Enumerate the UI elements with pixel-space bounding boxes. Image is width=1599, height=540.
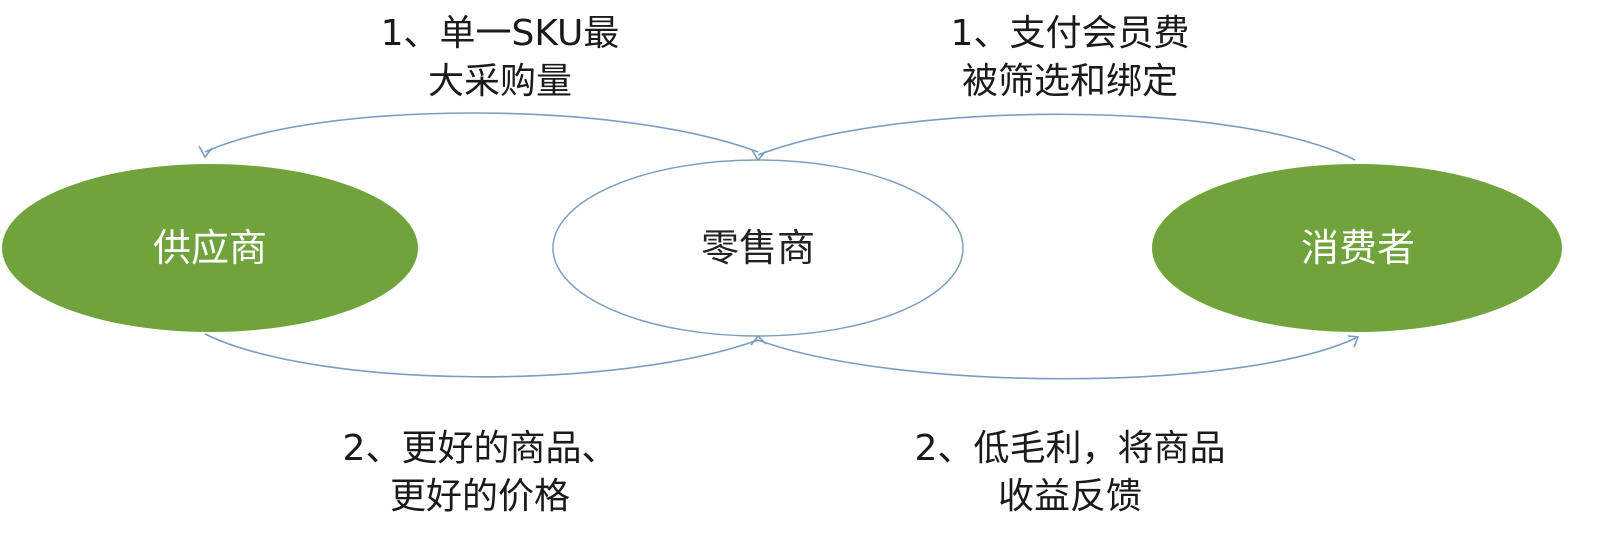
edge-supplier-to-retailer-bottom	[204, 333, 759, 378]
edge-label-retailer-to-consumer: 2、低毛利，将商品 收益反馈	[860, 425, 1280, 521]
edge-retailer-to-supplier-top	[204, 112, 759, 153]
consumer-node	[1152, 164, 1562, 332]
edge-label-line: 大采购量	[427, 61, 572, 102]
arrowhead-retailer-top	[751, 149, 767, 162]
edge-label-line: 1、支付会员费	[950, 13, 1190, 54]
edge-label-line: 1、单一SKU最	[380, 13, 620, 54]
consumer-label: 消费者	[1300, 226, 1415, 270]
edge-label-line: 收益反馈	[997, 476, 1142, 517]
arrowhead-consumer-bottom	[1347, 335, 1360, 348]
edge-label-line: 2、低毛利，将商品	[914, 428, 1226, 469]
supplier-node	[2, 164, 418, 332]
edge-label-supplier-to-retailer: 2、更好的商品、 更好的价格	[270, 425, 690, 521]
supplier-label: 供应商	[152, 226, 267, 270]
edge-label-line: 更好的价格	[389, 476, 570, 517]
edge-retailer-to-consumer-bottom	[757, 337, 1357, 380]
edge-consumer-to-retailer-top	[757, 113, 1356, 161]
edge-label-line: 2、更好的商品、	[342, 428, 618, 469]
retailer-label: 零售商	[700, 226, 815, 270]
edge-label-line: 被筛选和绑定	[961, 61, 1178, 102]
arrowhead-supplier-top	[198, 145, 213, 159]
edge-label-consumer-to-retailer: 1、支付会员费 被筛选和绑定	[860, 10, 1280, 106]
edge-label-retailer-to-supplier: 1、单一SKU最 大采购量	[300, 10, 700, 106]
